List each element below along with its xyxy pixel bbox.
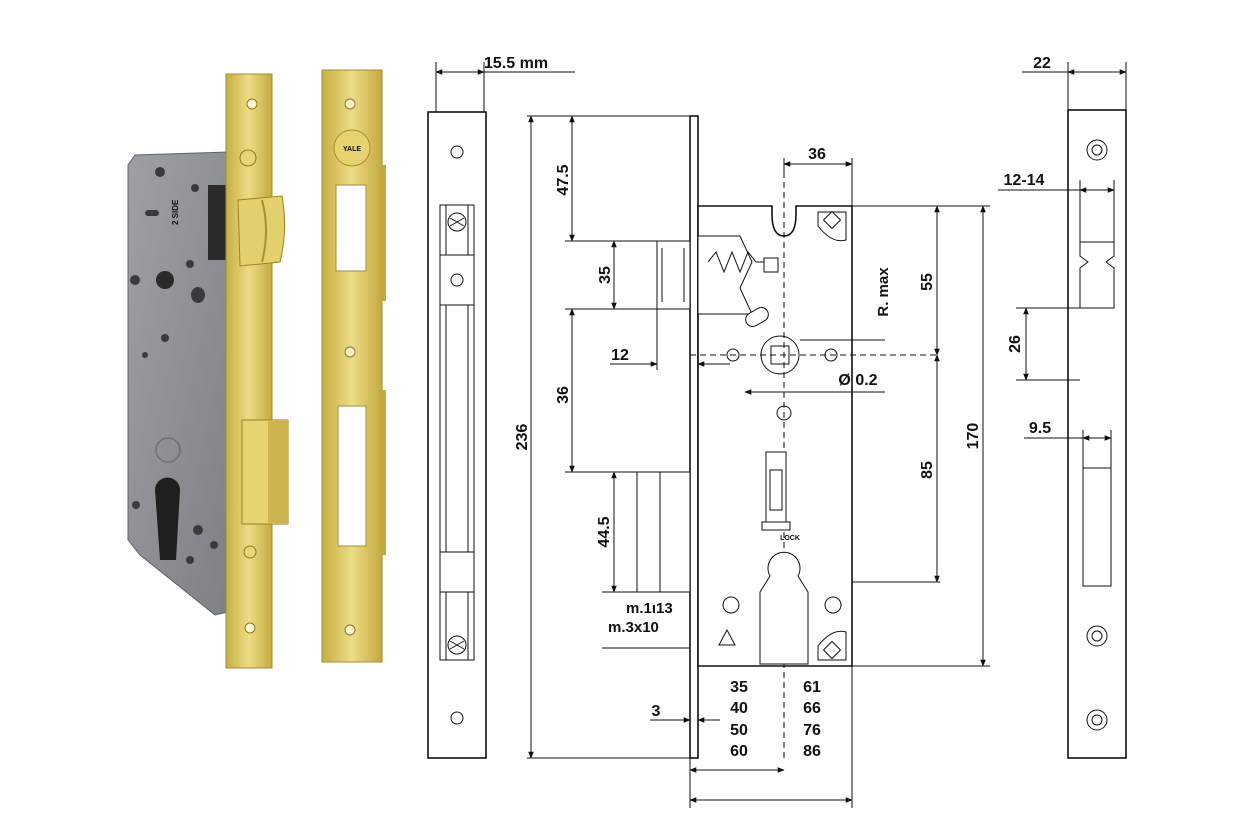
strike-logo-text: YALE	[343, 146, 361, 153]
lock-faceplate	[225, 73, 273, 669]
label-strike-latch-width: 12-14	[1004, 172, 1045, 189]
faceplate-screw-hole	[450, 711, 464, 725]
latch-slot	[208, 185, 228, 260]
case-rivet	[191, 287, 205, 303]
strike-plate-drawing: 22 12-14 26 9.5	[998, 55, 1127, 759]
strike-screw-inner	[1091, 630, 1103, 642]
label-case-height: 170	[965, 423, 982, 450]
strike-lip	[380, 165, 386, 301]
overall-value: 76	[803, 722, 821, 739]
strike-screw-hole	[344, 98, 356, 110]
label-backset-top: 36	[808, 146, 826, 163]
label-screw-spec-1: m.1ι13	[626, 600, 673, 617]
corner-screw	[822, 640, 842, 660]
cylinder-cutout	[759, 551, 809, 665]
overall-value: 86	[803, 743, 821, 760]
strike-bolt-opening	[1082, 467, 1112, 587]
strike-latch-opening	[1079, 241, 1115, 309]
strike-screw-hole	[344, 624, 356, 636]
strike-lip	[380, 390, 386, 555]
backset-value: 60	[730, 743, 748, 760]
faceplate-screw-hole	[246, 98, 258, 110]
overall-value: 66	[803, 700, 821, 717]
case-logo	[155, 437, 181, 463]
latch-mechanism	[697, 235, 753, 315]
label-handle-cylinder: 85	[919, 461, 936, 479]
label-handle-latch: 55	[919, 273, 936, 291]
corner-screw	[822, 210, 842, 230]
screw-slot	[449, 217, 465, 227]
case-hole	[824, 596, 842, 614]
spring-cap	[763, 257, 779, 273]
label-strike-bolt-width: 9.5	[1029, 420, 1051, 437]
case-stamp: 2 SIDE	[171, 199, 180, 225]
case-rivet	[186, 556, 194, 564]
latch-bolt	[237, 195, 286, 267]
strike-bolt-opening	[337, 405, 367, 547]
dead-bolt	[636, 471, 691, 593]
label-spindle-offset: 12	[611, 347, 629, 364]
case-rivet	[155, 167, 165, 177]
label-plate-thickness: 3	[652, 703, 661, 720]
latch-bevel	[261, 199, 267, 263]
backset-value: 50	[730, 722, 748, 739]
lock-case-outline	[697, 205, 853, 667]
bolt-face	[439, 551, 475, 593]
case-rivet	[210, 541, 218, 549]
strike-screw-inner	[1091, 144, 1103, 156]
case-rivet	[161, 334, 169, 342]
case-rivet	[186, 260, 194, 268]
label-screw-spec-2: m.3x10	[608, 619, 659, 636]
faceplate-screw	[239, 149, 257, 167]
strike-latch-opening	[335, 184, 367, 272]
label-strike-width: 22	[1033, 55, 1051, 72]
case-rivet	[193, 525, 203, 535]
strike-plate-photo: YALE	[321, 69, 386, 663]
case-rivet	[132, 501, 140, 509]
strike-screw-inner	[1091, 714, 1103, 726]
label-latch-offset: 47.5	[555, 164, 572, 195]
label-spindle-tolerance: Ø 0.2	[838, 372, 877, 389]
faceplate-side	[689, 115, 699, 759]
label-total-height: 236	[514, 424, 531, 451]
faceplate-drawing: 15.5 mm	[427, 55, 575, 759]
case-notch	[718, 628, 736, 646]
faceplate-screw-hole	[450, 145, 464, 159]
label-latch-height: 35	[597, 266, 614, 284]
backset-value: 40	[730, 700, 748, 717]
case-rivet	[191, 184, 199, 192]
latch-pin	[450, 273, 464, 287]
dead-bolt-side	[268, 420, 288, 524]
mortise-lock-photo: 2 SIDE	[127, 73, 289, 669]
latch-spring	[707, 250, 764, 274]
backset-value: 35	[730, 679, 748, 696]
case-rivet	[130, 275, 140, 285]
bolt-lever-slot	[769, 469, 783, 511]
spindle-hole	[156, 271, 174, 289]
bolt-lever-base	[761, 521, 791, 531]
dim-faceplate-width: 15.5 mm	[484, 55, 548, 72]
strike-screw-hole	[344, 346, 356, 358]
overall-value: 61	[803, 679, 821, 696]
strike-logo-emboss	[333, 129, 371, 167]
case-hole	[722, 596, 740, 614]
label-deadbolt-height: 44.5	[596, 516, 613, 547]
lock-case	[127, 151, 229, 616]
faceplate-screw	[243, 545, 257, 559]
case-rivet	[142, 352, 148, 358]
strike-plate-outline	[1067, 109, 1127, 759]
label-radius: R. max	[875, 267, 892, 317]
strike-plate	[321, 69, 383, 663]
case-mark: LOCK	[780, 535, 800, 542]
case-slot	[145, 210, 159, 216]
faceplate-screw-hole	[244, 622, 256, 634]
label-strike-latch-height: 26	[1007, 335, 1024, 353]
cylinder-hole	[155, 477, 180, 560]
label-latch-to-spindle: 36	[555, 386, 572, 404]
lock-body-drawing: LOCK	[514, 115, 990, 808]
follower-slot	[745, 307, 769, 327]
screw-slot	[449, 640, 465, 650]
